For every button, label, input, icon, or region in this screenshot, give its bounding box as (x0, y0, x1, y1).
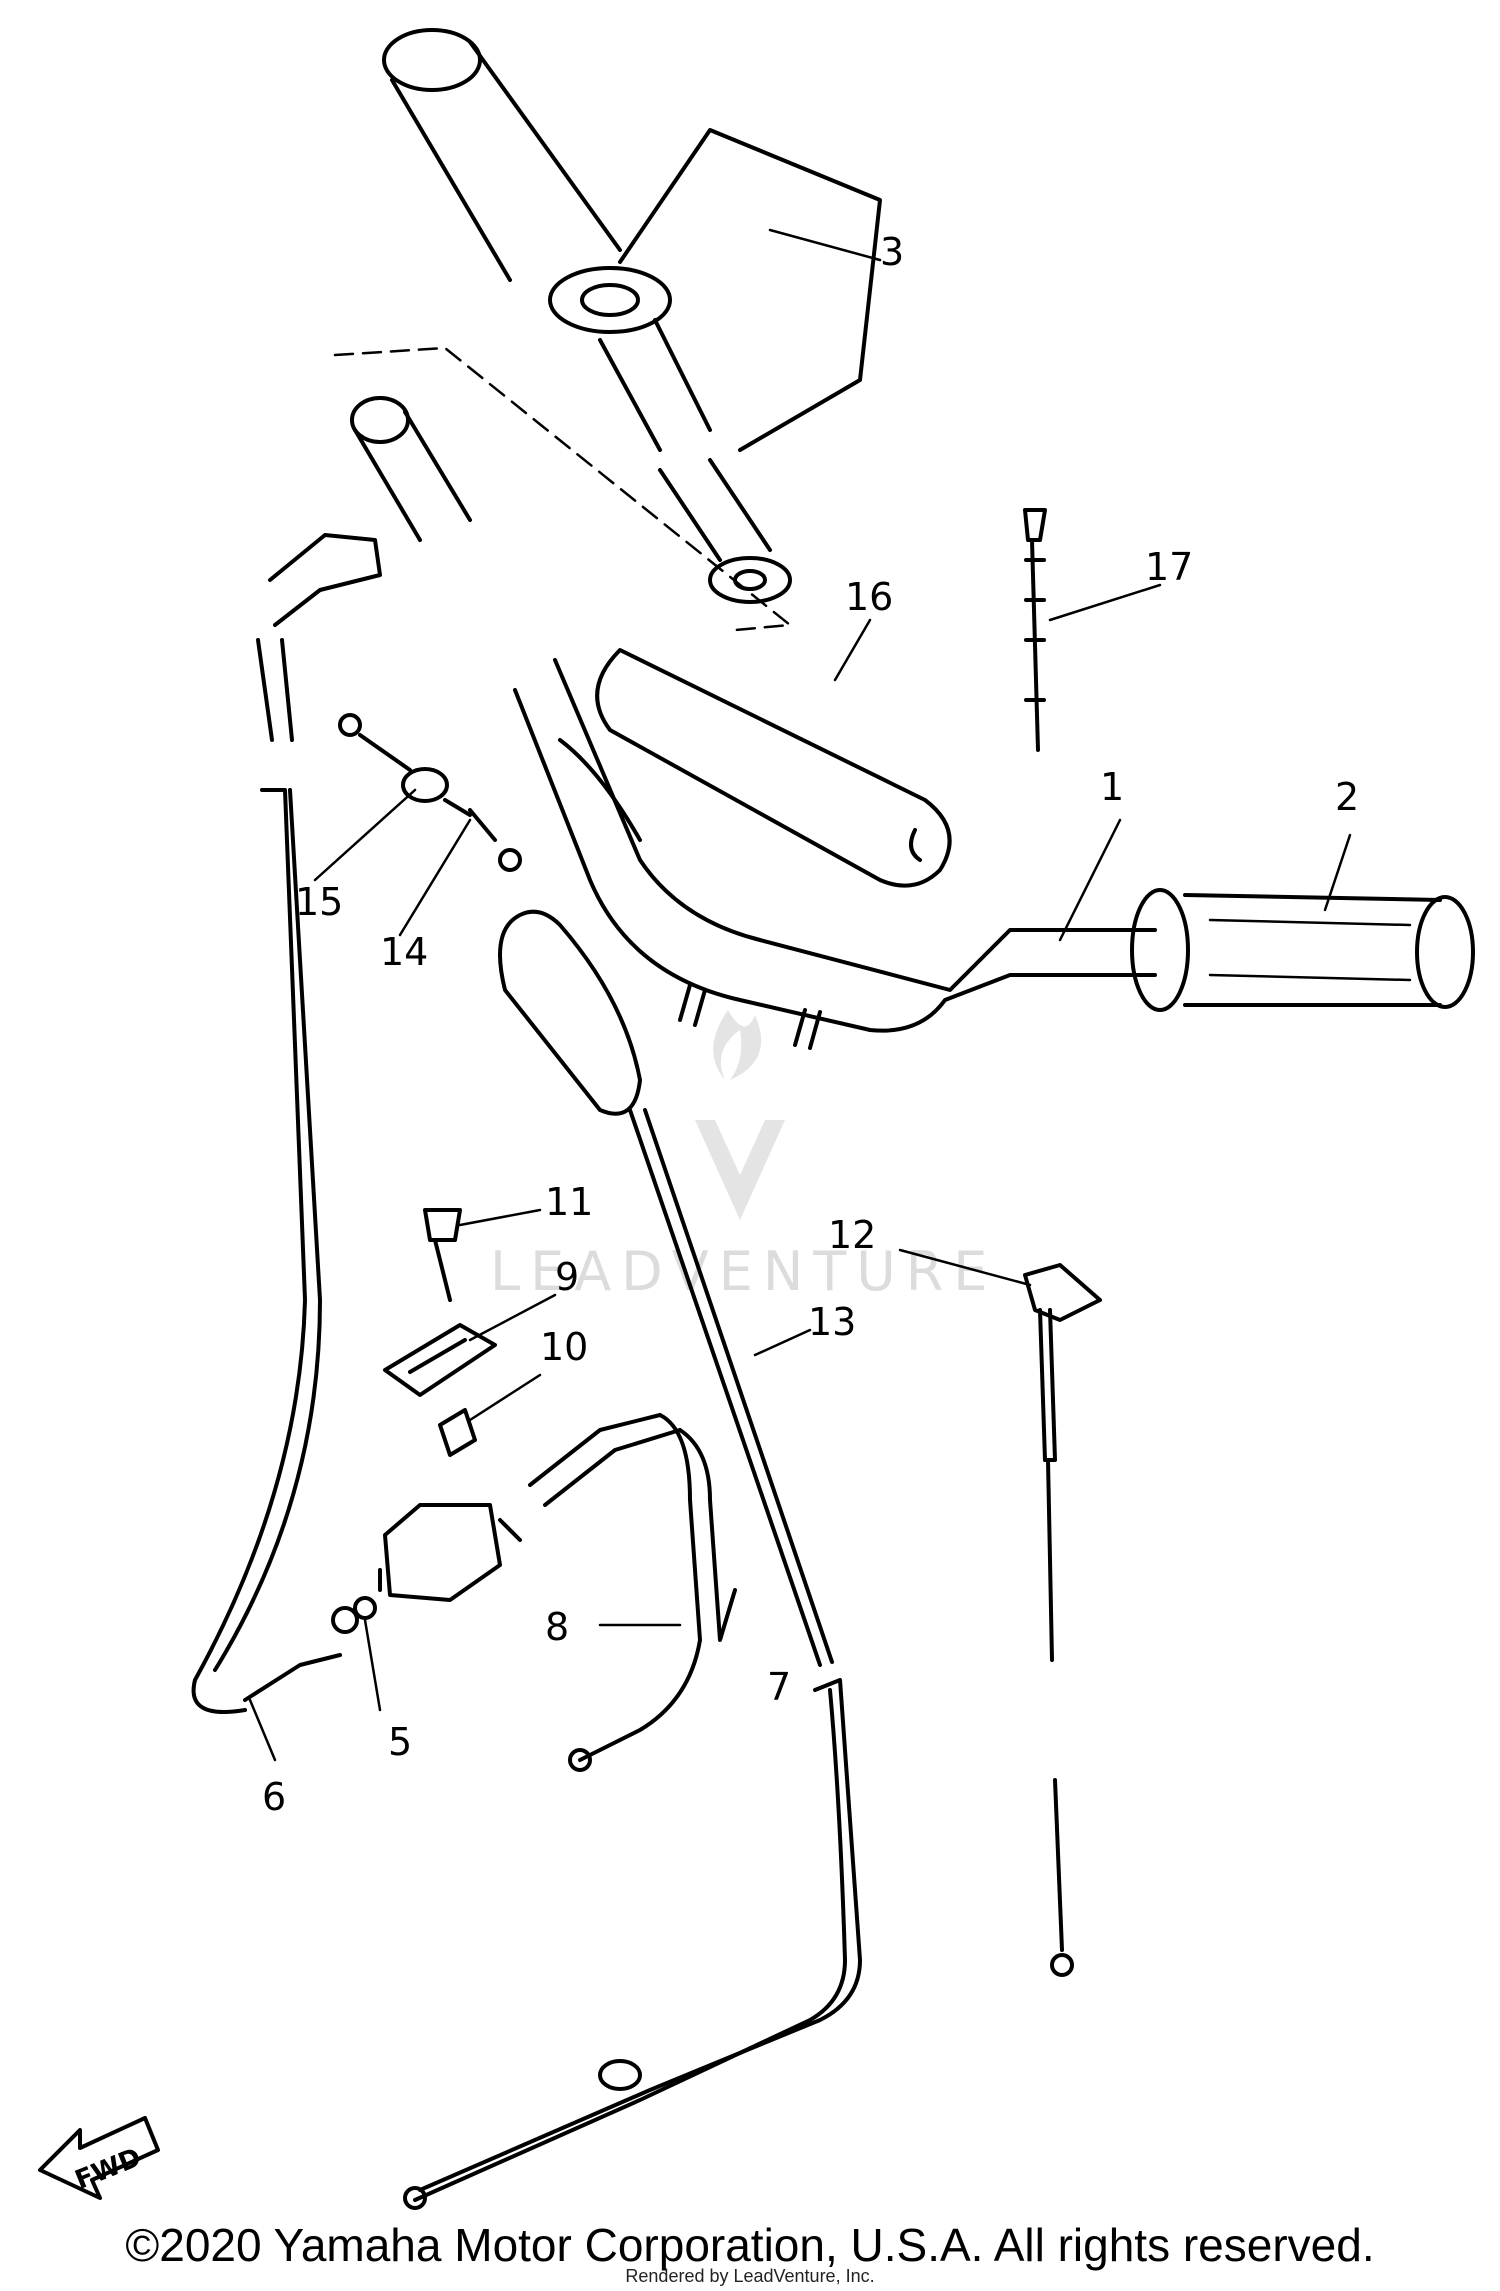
lever-hardware (338, 713, 522, 872)
part-label-14[interactable]: 14 (380, 930, 428, 974)
leader-lines (248, 228, 1352, 1762)
right-cable (1023, 1263, 1102, 1977)
part-label-13[interactable]: 13 (808, 1300, 856, 1344)
left-grip-assembly (382, 28, 882, 604)
fwd-arrow: FWD (38, 2116, 160, 2200)
part-label-10[interactable]: 10 (540, 1325, 588, 1369)
small-parts-cluster (383, 1208, 497, 1457)
part-label-16[interactable]: 16 (845, 575, 893, 619)
part-label-2[interactable]: 2 (1335, 775, 1359, 819)
part-label-5[interactable]: 5 (388, 1720, 412, 1764)
clutch-lever-cable (403, 909, 862, 2210)
left-cable (191, 533, 382, 1714)
part-label-12[interactable]: 12 (828, 1213, 876, 1257)
handlebar (513, 658, 1157, 1050)
junction-box (378, 1413, 737, 1772)
part-label-6[interactable]: 6 (262, 1775, 286, 1819)
part-labels: 1 2 3 5 6 7 8 9 10 11 12 13 14 15 16 17 (262, 230, 1359, 1819)
part-label-15[interactable]: 15 (295, 880, 343, 924)
alt-part-bracket (333, 346, 794, 632)
part-label-17[interactable]: 17 (1145, 545, 1193, 589)
part-label-9[interactable]: 9 (555, 1255, 579, 1299)
handlebar-pad (595, 648, 952, 888)
part-label-8[interactable]: 8 (545, 1605, 569, 1649)
rendered-by-notice: Rendered by LeadVenture, Inc. (625, 2266, 875, 2286)
fwd-label: FWD (71, 2143, 145, 2196)
right-grip (1130, 888, 1475, 1012)
part-label-1[interactable]: 1 (1100, 765, 1124, 809)
part-label-3[interactable]: 3 (880, 230, 904, 274)
part-label-7[interactable]: 7 (767, 1665, 791, 1709)
part-17-rod (1023, 508, 1047, 752)
part-label-11[interactable]: 11 (545, 1180, 593, 1224)
copyright-notice: ©2020 Yamaha Motor Corporation, U.S.A. A… (125, 2219, 1375, 2271)
